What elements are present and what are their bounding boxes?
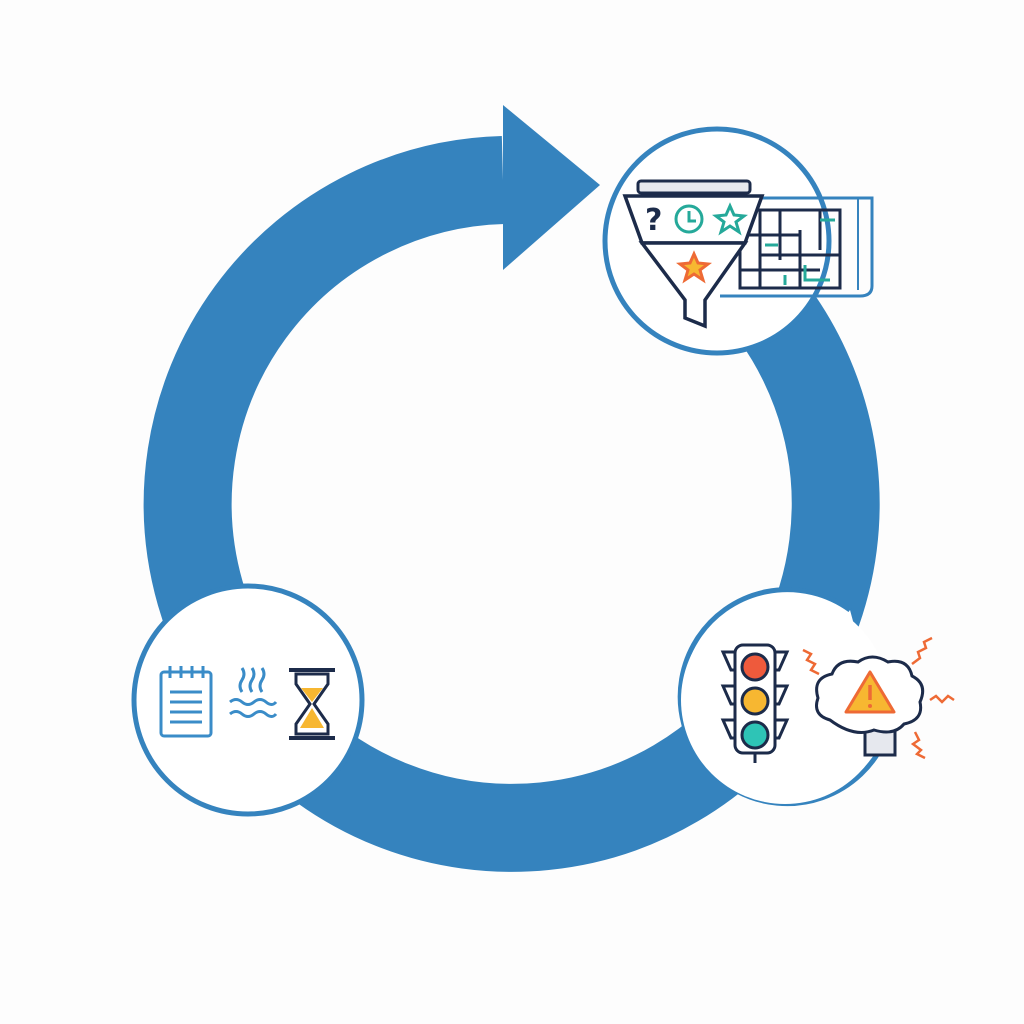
traffic-light-icon	[720, 643, 790, 763]
cycle-arrowhead	[503, 105, 600, 270]
node-top-right: ?	[602, 126, 874, 356]
question-mark-icon: ?	[645, 203, 662, 238]
brain-warning-icon	[802, 636, 955, 760]
notepad-icon	[159, 666, 213, 738]
cycle-ring-arc	[143, 136, 880, 872]
hourglass-icon	[289, 668, 335, 740]
funnel-icon: ?	[622, 179, 765, 329]
clock-icon	[674, 204, 704, 234]
star-icon	[712, 202, 748, 236]
node-left	[131, 583, 365, 817]
steam-waves-icon	[229, 667, 278, 718]
node-bottom-right	[677, 587, 955, 807]
star-orange-icon	[676, 250, 712, 284]
